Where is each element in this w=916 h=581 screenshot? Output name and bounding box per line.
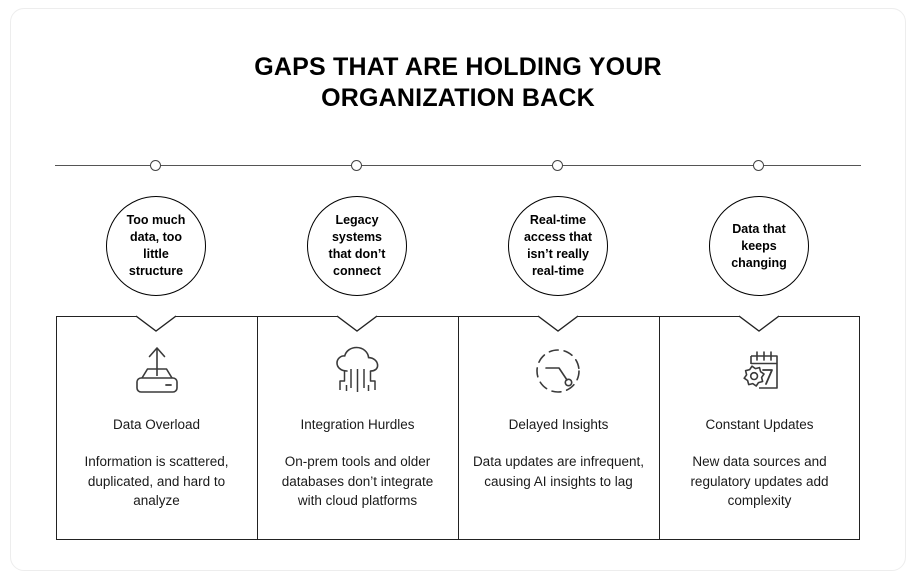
bubble-2-text: Legacy systems that don’t connect	[329, 212, 386, 280]
chevron-down-icon	[336, 315, 378, 332]
panel-integration-hurdles: Integration Hurdles On-prem tools and ol…	[257, 316, 458, 540]
notch-chevron-3	[537, 315, 579, 338]
chevron-down-icon	[135, 315, 177, 332]
bubble-4-text: Data that keeps changing	[731, 221, 787, 272]
bubble-1-line-1: Too much	[126, 213, 186, 227]
panel-3-title: Delayed Insights	[508, 417, 609, 432]
panel-1-title: Data Overload	[112, 417, 201, 432]
bubble-1: Too much data, too little structure	[106, 196, 206, 296]
timeline-node-2	[351, 160, 362, 171]
bubble-4-line-3: changing	[731, 255, 787, 270]
bubble-3: Real-time access that isn’t really real-…	[508, 196, 608, 296]
panel-data-overload: Data Overload Information is scattered, …	[56, 316, 257, 540]
notch-mask-2	[337, 313, 377, 319]
page-title-line-2: ORGANIZATION BACK	[321, 84, 595, 112]
cloud-circuit-icon	[335, 346, 378, 392]
bubble-2-line-4: connect	[333, 264, 381, 278]
bubble-3-line-2: access that	[523, 230, 593, 244]
panel-3-desc: Data updates are infrequent, causing AI …	[472, 454, 645, 489]
panel-4-title: Constant Updates	[705, 417, 814, 432]
panel-delayed-insights: Delayed Insights Data updates are infreq…	[458, 316, 659, 540]
bubble-3-text: Real-time access that isn’t really real-…	[524, 212, 592, 280]
bubble-1-line-2: data, too	[129, 230, 183, 244]
chevron-down-icon	[738, 315, 780, 332]
chevron-down-icon	[537, 315, 579, 332]
calendar-gear-icon	[742, 351, 778, 389]
dashed-clock-icon	[535, 349, 580, 393]
bubble-3-line-4: real-time	[531, 264, 585, 278]
panel-divider-1	[257, 316, 258, 540]
bubble-2-line-1: Legacy	[335, 213, 379, 227]
bubble-2-line-3: that don’t	[328, 247, 386, 261]
panel-2-desc: On-prem tools and older databases don’t …	[281, 454, 434, 508]
timeline-rule	[55, 165, 861, 166]
bubble-3-line-3: isn’t really	[527, 247, 589, 261]
panel-2-title: Integration Hurdles	[300, 417, 415, 432]
bubble-2: Legacy systems that don’t connect	[307, 196, 407, 296]
panel-divider-3	[659, 316, 660, 540]
notch-chevron-4	[738, 315, 780, 338]
panel-constant-updates: Constant Updates New data sources and re…	[659, 316, 860, 540]
timeline	[55, 160, 861, 171]
bubble-1-line-3: little	[143, 247, 169, 261]
notch-mask-3	[538, 313, 578, 319]
bubble-4-line-2: keeps	[741, 238, 777, 253]
timeline-node-4	[753, 160, 764, 171]
panel-3-icon-wrap	[530, 344, 588, 400]
panel-4-icon-wrap	[731, 344, 789, 400]
panel-1-desc: Information is scattered, duplicated, an…	[84, 454, 229, 508]
timeline-node-1	[150, 160, 161, 171]
panel-divider-2	[458, 316, 459, 540]
notch-mask-4	[739, 313, 779, 319]
page-title: GAPS THAT ARE HOLDING YOUR ORGANIZATION …	[0, 52, 916, 114]
page-title-line-1: GAPS THAT ARE HOLDING YOUR	[254, 53, 662, 81]
panel-2-icon-wrap	[329, 344, 387, 400]
bubble-4: Data that keeps changing	[709, 196, 809, 296]
notch-chevron-2	[336, 315, 378, 338]
bubble-1-line-4: structure	[128, 264, 184, 278]
bubble-4-line-1: Data that	[732, 221, 786, 236]
bubble-1-text: Too much data, too little structure	[127, 212, 186, 280]
panels-row: Data Overload Information is scattered, …	[56, 313, 860, 540]
hard-drive-upload-icon	[135, 347, 178, 393]
notch-chevron-1	[135, 315, 177, 338]
timeline-node-3	[552, 160, 563, 171]
notch-mask-1	[136, 313, 176, 319]
bubble-2-line-2: systems	[331, 230, 383, 244]
bubble-3-line-1: Real-time	[529, 213, 587, 227]
panel-1-icon-wrap	[128, 344, 186, 400]
panel-4-desc: New data sources and regulatory updates …	[690, 454, 829, 508]
